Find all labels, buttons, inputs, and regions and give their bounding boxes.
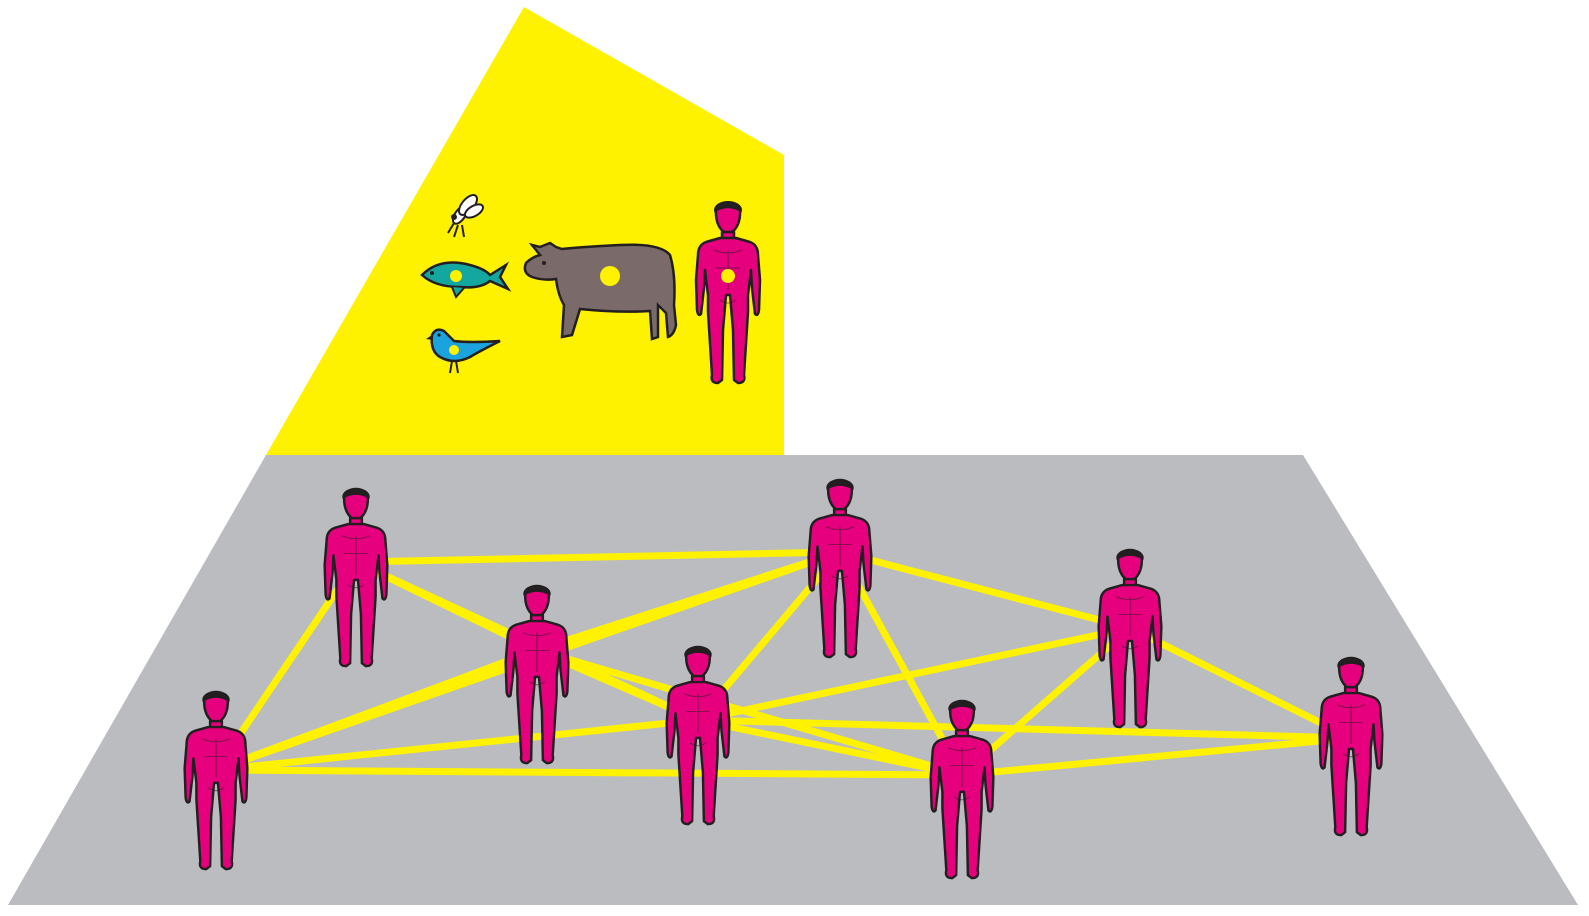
connection-line xyxy=(216,770,962,775)
upper-panel xyxy=(266,7,784,455)
